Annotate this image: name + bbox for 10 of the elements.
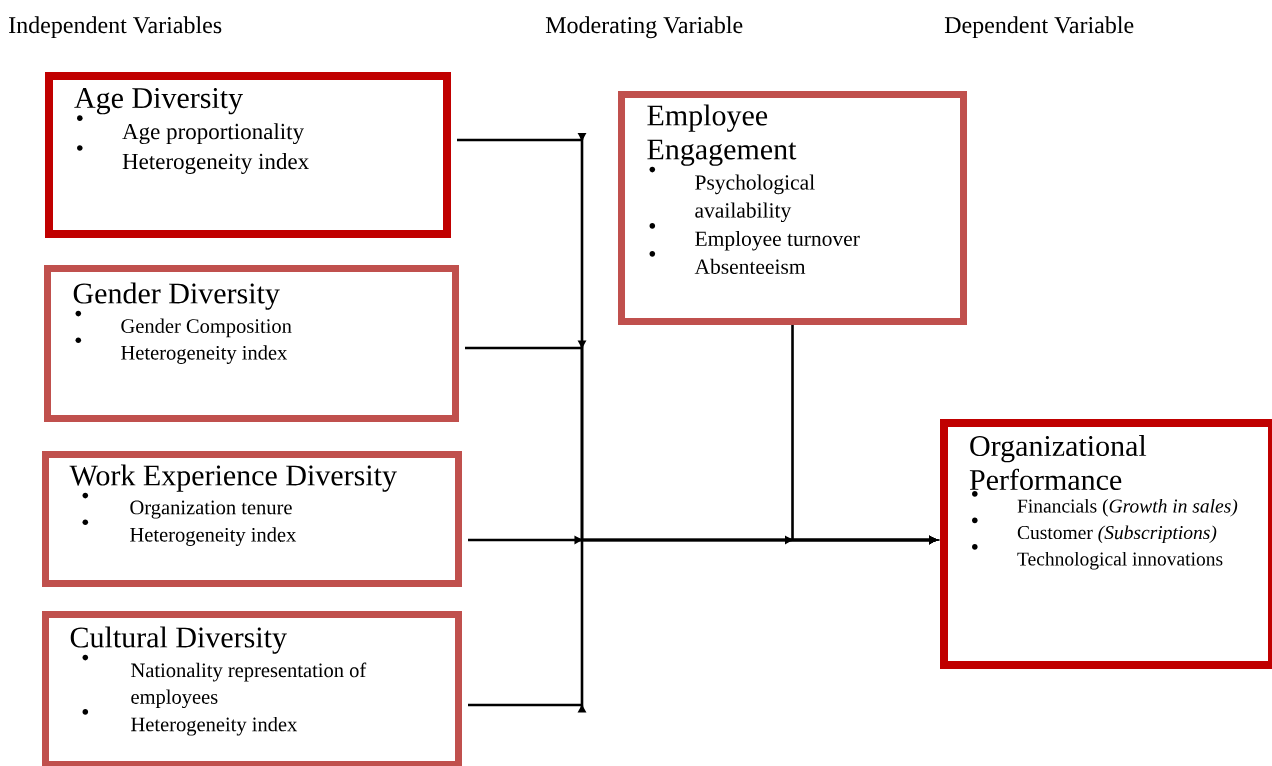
variable-box: Cultural Diversity Nationality representation of employees Heterogeneity index xyxy=(42,611,462,766)
variable-box: Work Experience Diversity Organization tenure Heterogeneity index xyxy=(42,451,462,587)
column-heading: Moderating Variable xyxy=(545,16,743,39)
arrow xyxy=(785,325,937,544)
column-heading: Independent Variables xyxy=(9,16,222,39)
variable-box: Employee Engagement Psychological availability Employee turnover Absenteeism xyxy=(618,91,967,325)
variable-box: Organizational Performance Financials (Growth in sales) Customer (Subscriptions) Technological innovations xyxy=(940,419,1272,669)
variable-box: Age Diversity Age proportionality Heterogeneity index xyxy=(45,72,451,238)
column-heading: Dependent Variable xyxy=(944,16,1134,39)
variable-box: Gender Diversity Gender Composition Heterogeneity index xyxy=(44,265,459,422)
